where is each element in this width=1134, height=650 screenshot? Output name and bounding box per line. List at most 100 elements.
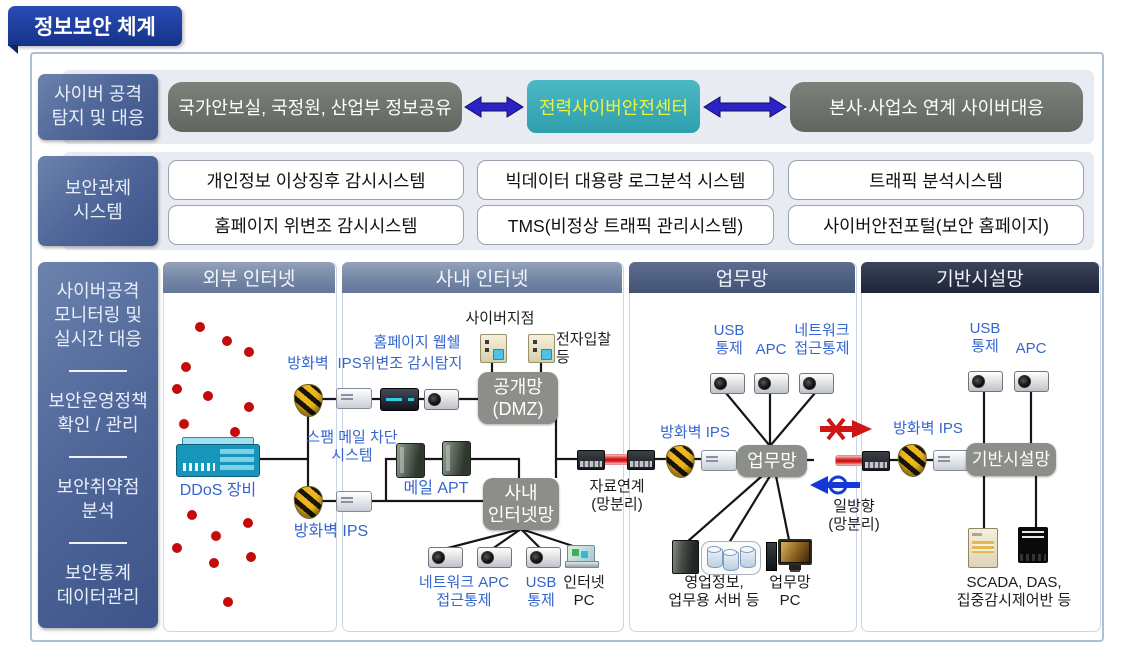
zone-header-business: 업무망 [629,262,855,293]
zone-header-infra: 기반시설망 [861,262,1099,293]
attack-dot [172,384,182,394]
webshell-label-line1: 홈페이지 웹쉘 [373,334,461,351]
attack-dot [172,543,182,553]
biz-apc-label: APC [755,341,787,358]
power-cyber-safety-center-box: 전력사이버안전센터 [527,80,700,133]
intranet-node-box: 사내 인터넷망 [483,478,559,530]
ips-tamper-label: IPS위변조 감시탐지 [337,355,463,372]
attack-dot [179,419,189,429]
network-link-device-icon [627,450,655,470]
info-share-box: 국가안보실, 국정원, 산업부 정보공유 [168,82,462,132]
ddos-appliance-icon [176,437,260,477]
mail-apt-server-icon [442,441,471,476]
zone-internal-internet [342,262,624,632]
hq-response-box: 본사·사업소 연계 사이버대응 [790,82,1083,132]
cyber-branch-server-icon [480,334,507,363]
monitoring-sidebar: 사이버공격 모니터링 및 실시간 대응 보안운영정책 확인 / 관리 보안취약점… [38,262,158,628]
control-rack-icon [1018,527,1048,563]
sidebar-item-vulnerability: 보안취약점 분석 [56,477,140,521]
sidebar-divider [69,541,127,544]
zone-header-internal: 사내 인터넷 [342,262,622,293]
nac-label: 네트워크 APC 접근통제 [418,574,510,610]
separation-link [836,456,866,465]
apc-device-icon [477,547,512,568]
ips-device-icon [336,388,372,409]
sidebar-item-monitoring: 사이버공격 모니터링 및 실시간 대응 [54,281,142,349]
apc-device-icon [754,373,789,394]
spam-block-label: 스팸 메일 차단 시스템 [306,429,398,465]
system-box-privacy: 개인정보 이상징후 감시시스템 [168,160,464,200]
attack-dot [222,336,232,346]
attack-dot [181,362,191,372]
gateway-device-icon [424,389,459,410]
internet-pc-label: 인터넷 PC [563,574,605,610]
attack-dot [203,391,213,401]
ips-device-icon [933,450,969,471]
ips-device-icon [701,450,737,471]
biz-usb-label: USB 통제 [713,322,745,358]
nac-device-icon [428,547,463,568]
attack-dot [211,531,221,541]
system-box-defacement: 홈페이지 위변조 감시시스템 [168,205,464,245]
database-group-icon [701,541,761,575]
infra-node-box: 기반시설망 [966,443,1056,476]
data-link-label: 자료연계 (망분리) [589,478,645,514]
scada-label: SCADA, DAS, 집중감시제어반 등 [956,574,1072,610]
oneway-label: 일방향 (망분리) [828,498,880,534]
separation-link [601,455,629,464]
page-title: 정보보안 체계 [8,6,182,46]
dmz-node-box: 공개망 (DMZ) [478,372,558,424]
system-box-traffic: 트래픽 분석시스템 [788,160,1084,200]
attack-dot [244,402,254,412]
mail-apt-label: 메일 APT [403,480,469,497]
usb-control-device-icon [968,371,1003,392]
e-bidding-server-icon [528,334,555,363]
system-box-bigdata: 빅데이터 대용량 로그분석 시스템 [477,160,774,200]
sidebar-item-policy: 보안운영정책 확인 / 관리 [48,391,148,435]
cyber-branch-label: 사이버지점 [465,310,535,327]
firewall-top-label: 방화벽 [287,355,329,372]
mail-apt-server-icon [396,443,425,478]
right-double-arrow-icon [702,94,788,125]
attack-dot [195,322,205,332]
blocked-arrow-icon [820,417,874,446]
left-double-arrow-icon [463,94,525,125]
business-server-icon [672,540,699,574]
ips-device-icon [336,491,372,512]
internet-pc-icon [565,545,599,568]
scada-server-icon [968,528,998,568]
firewall-ips-label: 방화벽 IPS [293,523,369,540]
attack-dot [230,427,240,437]
system-box-portal: 사이버안전포털(보안 홈페이지) [788,205,1084,245]
network-link-device-icon [577,450,605,470]
sidebar-divider [69,369,127,372]
system-box-tms: TMS(비정상 트래픽 관리시스템) [477,205,774,245]
infra-apc-label: APC [1015,340,1047,357]
zone-header-external: 외부 인터넷 [163,262,335,293]
business-node-box: 업무망 [737,445,807,477]
usb-control-device-icon [710,373,745,394]
usb-control-device-icon [526,547,561,568]
apc-device-icon [1014,371,1049,392]
detection-row-label: 사이버 공격 탐지 및 대응 [38,74,158,140]
e-bidding-label: 전자입찰 등 [556,331,612,367]
business-servers-label: 영업정보, 업무용 서버 등 [668,574,760,610]
pc-monitor-icon [778,539,812,565]
sidebar-divider [69,455,127,458]
nac-device-icon [799,373,834,394]
attack-dot [187,510,197,520]
attack-dot [243,518,253,528]
webshell-monitor-device-icon [380,388,419,411]
infra-usb-label: USB 통제 [969,320,1001,356]
attack-dot [209,558,219,568]
sidebar-item-statistics: 보안통계 데이터관리 [56,563,140,607]
biz-nac-label: 네트워크 접근통제 [794,322,850,358]
ddos-label: DDoS 장비 [179,482,257,499]
pc-tower-icon [766,542,777,571]
oneway-arrow-icon [808,474,860,501]
biz-firewall-ips-label: 방화벽 IPS [660,424,730,441]
business-pc-label: 업무망 PC [769,574,811,610]
attack-dot [246,552,256,562]
network-link-device-icon [862,451,890,471]
